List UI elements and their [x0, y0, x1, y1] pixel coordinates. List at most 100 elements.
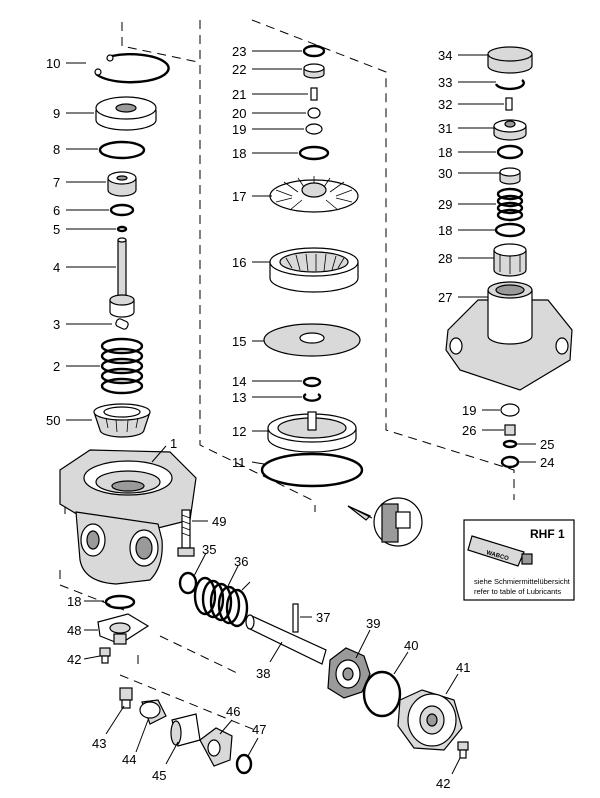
callout-15: 15 — [232, 334, 246, 349]
part-18-ring-right-lower — [494, 222, 526, 238]
callout-41: 41 — [456, 660, 470, 675]
part-9-cover — [95, 96, 157, 131]
part-2-spring — [100, 337, 144, 395]
callout-31: 31 — [438, 121, 452, 136]
callout-18-right-lower: 18 — [438, 223, 452, 238]
part-7-nut — [107, 171, 137, 197]
callout-38: 38 — [256, 666, 270, 681]
callout-10: 10 — [46, 56, 60, 71]
part-1-housing — [59, 449, 197, 585]
part-44-sleeve — [139, 699, 167, 725]
callout-28: 28 — [438, 251, 452, 266]
part-42-screw-left — [99, 647, 111, 664]
callout-36: 36 — [234, 554, 248, 569]
callout-37: 37 — [316, 610, 330, 625]
callout-14: 14 — [232, 374, 246, 389]
callout-18-middle: 18 — [232, 146, 246, 161]
callout-22: 22 — [232, 62, 246, 77]
callout-18-right-upper: 18 — [438, 145, 452, 160]
callout-32: 32 — [438, 97, 452, 112]
part-45-bush — [170, 713, 201, 747]
part-50-strainer — [93, 403, 151, 438]
callout-24: 24 — [540, 455, 554, 470]
callout-33: 33 — [438, 75, 452, 90]
part-38-shaft — [245, 614, 327, 665]
lubricant-box: RHF 1 WABCO siehe Schmiermittelübersicht… — [463, 519, 575, 601]
lubricant-note-en: refer to table of Lubricants — [474, 587, 561, 596]
assembly-outline-top — [59, 19, 515, 731]
callout-19-right: 19 — [462, 403, 476, 418]
part-8-o-ring — [98, 140, 146, 160]
callout-50: 50 — [46, 413, 60, 428]
callout-4: 4 — [53, 260, 60, 275]
callout-18-lower-left: 18 — [67, 594, 81, 609]
part-35-ring — [178, 571, 198, 595]
part-33-circlip — [494, 79, 525, 91]
callout-19-middle: 19 — [232, 122, 246, 137]
callout-26: 26 — [462, 423, 476, 438]
callout-40: 40 — [404, 638, 418, 653]
callout-1: 1 — [170, 436, 177, 451]
callout-layer: 10 9 8 7 6 5 4 3 2 50 1 49 35 36 18 37 4… — [46, 44, 554, 791]
part-20-disc — [307, 107, 321, 119]
part-23-ring — [302, 44, 326, 58]
part-30-plug — [499, 167, 521, 185]
part-12-piston — [267, 411, 357, 453]
callout-35: 35 — [202, 542, 216, 557]
part-16-wheel — [269, 247, 359, 293]
part-18-ring-lower — [104, 594, 136, 610]
part-39-paddle-wheel — [327, 647, 371, 699]
part-37-pin — [292, 603, 299, 633]
part-10-circlip — [94, 53, 170, 84]
part-22-nut — [303, 63, 325, 79]
callout-7: 7 — [53, 175, 60, 190]
callout-3: 3 — [53, 317, 60, 332]
part-29-spring — [496, 187, 524, 222]
callout-30: 30 — [438, 166, 452, 181]
callout-9: 9 — [53, 106, 60, 121]
callout-13: 13 — [232, 390, 246, 405]
callout-39: 39 — [366, 616, 380, 631]
part-36-torsion-spring — [193, 576, 251, 628]
part-6-ring — [109, 203, 135, 217]
callout-46: 46 — [226, 704, 240, 719]
part-34-cap — [487, 46, 533, 74]
part-13-clip — [302, 392, 322, 402]
callout-29: 29 — [438, 197, 452, 212]
callout-42-left: 42 — [67, 652, 81, 667]
part-32-screw — [505, 97, 513, 111]
part-40-o-ring — [362, 670, 402, 718]
part-14-ring — [302, 376, 322, 388]
callout-16: 16 — [232, 255, 246, 270]
part-46-lever — [199, 727, 233, 767]
callout-47: 47 — [252, 722, 266, 737]
part-49-bolt — [177, 509, 195, 557]
callout-25: 25 — [540, 437, 554, 452]
callout-43: 43 — [92, 736, 106, 751]
part-18-ring-right-upper — [496, 144, 524, 160]
part-42-screw-right — [457, 741, 469, 759]
callout-8: 8 — [53, 142, 60, 157]
part-19-plug — [305, 123, 323, 135]
part-4-plunger — [109, 237, 135, 318]
callout-27: 27 — [438, 290, 452, 305]
part-19-plug-right — [500, 403, 520, 417]
callout-44: 44 — [122, 752, 136, 767]
part-3-pin — [115, 318, 129, 330]
part-25-ring — [502, 439, 518, 449]
callout-21: 21 — [232, 87, 246, 102]
part-26-valve — [504, 424, 516, 436]
callout-48: 48 — [67, 623, 81, 638]
part-27-upper-housing — [445, 281, 573, 391]
part-43-fitting — [119, 687, 133, 709]
callout-6: 6 — [53, 203, 60, 218]
part-48-cover-plate — [97, 613, 150, 645]
part-15-diaphragm — [263, 323, 361, 357]
lubricant-note-de: siehe Schmiermittelübersicht — [474, 577, 571, 586]
callout-49: 49 — [212, 514, 226, 529]
detail-view-circle — [347, 497, 423, 547]
callout-5: 5 — [53, 222, 60, 237]
part-28-bearing — [493, 243, 527, 277]
